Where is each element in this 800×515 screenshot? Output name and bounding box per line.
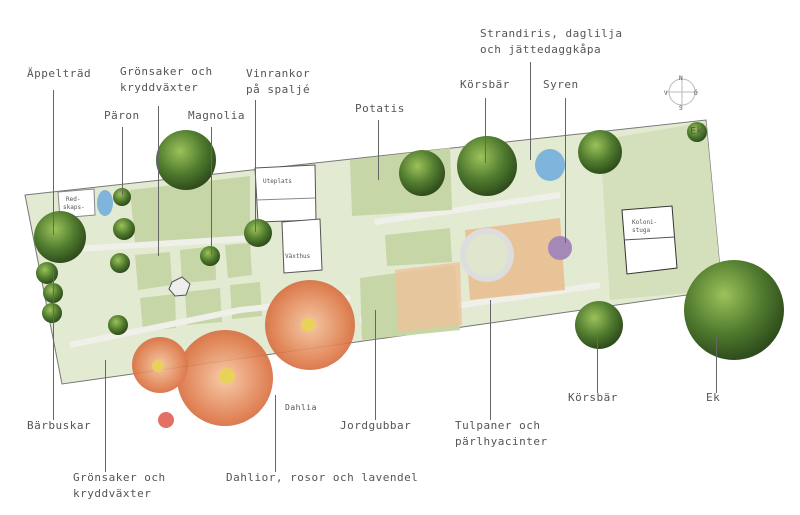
label-paron: Päron xyxy=(104,109,140,122)
leader-line xyxy=(378,120,379,180)
label-gronsaker-bottom-1: Grönsaker och xyxy=(73,471,166,484)
pond-left xyxy=(97,190,113,216)
label-gronsaker-top-2: kryddväxter xyxy=(120,81,199,94)
label-gronsaker-bottom-2: kryddväxter xyxy=(73,487,152,500)
leader-line xyxy=(105,360,106,472)
svg-text:Växthus: Växthus xyxy=(285,253,311,260)
label-vinrankor-1: Vinrankor xyxy=(246,67,311,80)
label-syren: Syren xyxy=(543,78,579,91)
circular-bed xyxy=(460,228,514,282)
svg-text:Uteplats: Uteplats xyxy=(263,178,292,185)
leader-line xyxy=(275,395,276,472)
leader-line xyxy=(490,300,491,420)
tree-pear xyxy=(113,188,131,206)
svg-text:N: N xyxy=(679,75,683,82)
tree-cherry-bottom xyxy=(575,301,623,349)
lilac xyxy=(548,236,572,260)
leader-line xyxy=(255,100,256,232)
leader-line xyxy=(565,98,566,243)
leader-line xyxy=(485,98,486,163)
leader-line xyxy=(211,127,212,255)
label-tulpaner-2: pärlhyacinter xyxy=(455,435,548,448)
leader-line xyxy=(375,310,376,420)
trees xyxy=(34,122,784,360)
label-barbuskar: Bärbuskar xyxy=(27,419,92,432)
tree-oak xyxy=(684,260,784,360)
svg-text:Ö: Ö xyxy=(694,90,698,97)
svg-text:S: S xyxy=(679,105,683,112)
gazebo xyxy=(168,276,191,297)
label-ek-bottom: Ek xyxy=(706,391,721,404)
compass-rose: N S V Ö xyxy=(664,75,698,112)
tree-cherry-top xyxy=(457,136,517,196)
label-strandiris-1: Strandiris, daglilja xyxy=(480,27,623,40)
tree-oak-small xyxy=(687,122,707,142)
leader-line xyxy=(530,62,531,160)
leader-line xyxy=(158,106,159,256)
leader-line xyxy=(53,270,54,420)
tree-apple xyxy=(34,211,86,263)
cottage: Koloni-stuga xyxy=(621,205,678,275)
patio: Uteplats xyxy=(254,164,317,223)
shed: Red-skaps- xyxy=(57,188,96,219)
label-dahlior: Dahlior, rosor och lavendel xyxy=(226,471,419,484)
leader-line xyxy=(597,335,598,393)
leader-line xyxy=(716,335,717,393)
label-jordgubbar: Jordgubbar xyxy=(340,419,412,432)
leader-line xyxy=(122,127,123,195)
label-vinrankor-2: på spaljé xyxy=(246,83,311,96)
label-korsbar-bottom: Körsbär xyxy=(568,391,618,404)
label-magnolia: Magnolia xyxy=(188,109,245,122)
tree-magnolia xyxy=(156,130,216,190)
label-gronsaker-top-1: Grönsaker och xyxy=(120,65,213,78)
svg-text:V: V xyxy=(664,90,668,97)
svg-text:Red-: Red- xyxy=(66,196,80,203)
svg-text:skaps-: skaps- xyxy=(63,204,85,211)
label-ek-top: Ek xyxy=(690,126,704,137)
svg-text:stuga: stuga xyxy=(632,227,650,234)
leader-line xyxy=(53,90,54,235)
label-potatis: Potatis xyxy=(355,102,405,115)
label-korsbar-top: Körsbär xyxy=(460,78,510,91)
greenhouse: Växthus xyxy=(281,218,323,274)
label-tulpaner-1: Tulpaner och xyxy=(455,419,541,432)
label-dahlia: Dahlia xyxy=(285,403,317,412)
svg-text:Koloni-: Koloni- xyxy=(632,219,657,226)
pond-right xyxy=(535,149,565,181)
label-appeltrad: Äppelträd xyxy=(27,67,92,80)
label-strandiris-2: och jättedaggkåpa xyxy=(480,43,602,56)
